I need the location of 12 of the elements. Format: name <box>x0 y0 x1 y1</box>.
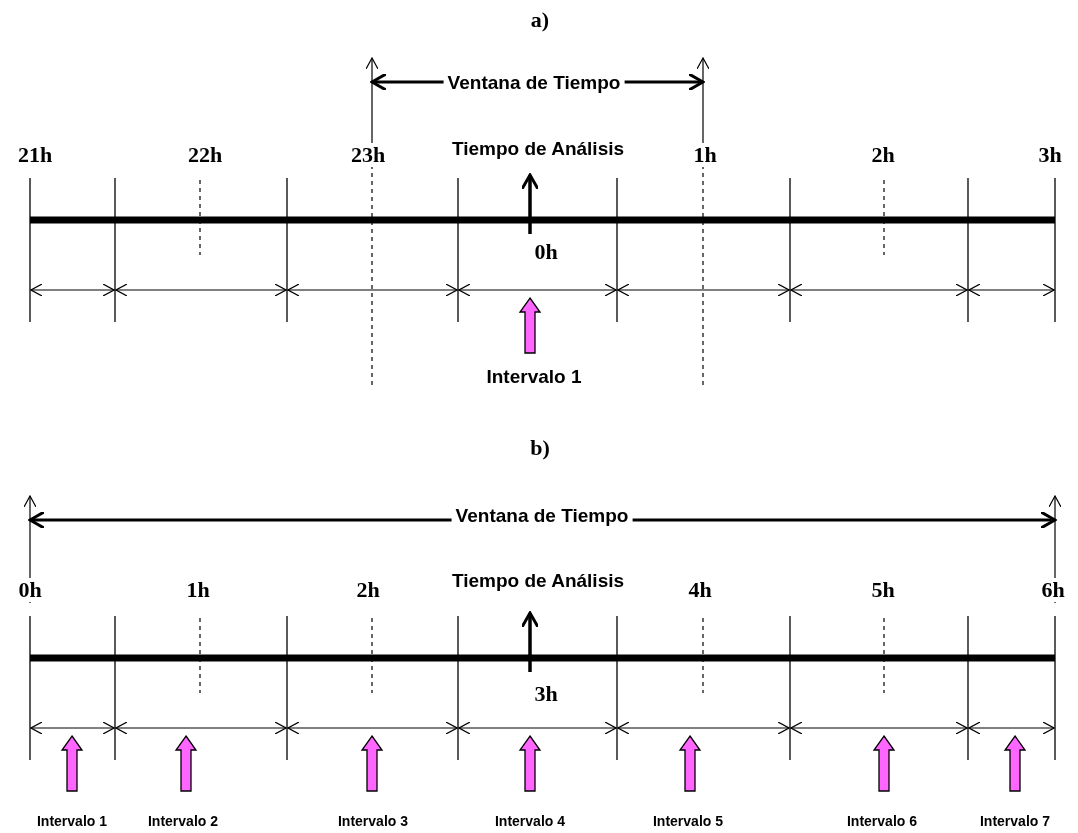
analysis-time-label: Tiempo de Análisis <box>451 138 625 158</box>
interval-label: Intervalo 1 <box>486 366 582 386</box>
interval-label: Intervalo 5 <box>653 814 723 828</box>
interval-label: Intervalo 2 <box>148 814 218 828</box>
interval-label: Intervalo 6 <box>847 814 917 828</box>
interval-label: Intervalo 4 <box>495 814 565 828</box>
panel-label: b) <box>530 437 550 459</box>
analysis-time-label: Tiempo de Análisis <box>451 570 625 590</box>
interval-label: Intervalo 1 <box>37 814 107 828</box>
interval-label: Intervalo 3 <box>338 814 408 828</box>
panel-label: a) <box>530 9 550 31</box>
interval-label: Intervalo 7 <box>980 814 1050 828</box>
